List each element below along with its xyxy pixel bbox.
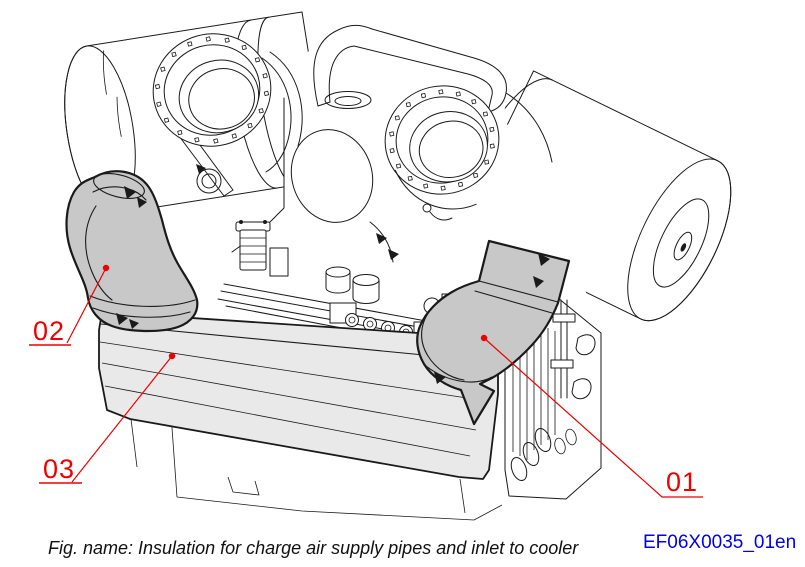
right-pipe-insulation	[416, 239, 571, 426]
callout-01: 01	[480, 334, 703, 498]
callout-label-01: 01	[666, 467, 698, 497]
figure-caption: Fig. name: Insulation for charge air sup…	[48, 538, 579, 558]
engine-base	[130, 413, 503, 521]
document-code: EF06X0035_01en	[643, 532, 797, 553]
callout-label-02: 02	[33, 316, 65, 346]
left-turbo-flange	[152, 33, 272, 147]
left-pipe-insulation	[65, 170, 199, 333]
callout-03: 03	[39, 352, 176, 484]
callout-label-03: 03	[43, 454, 75, 484]
callout-02: 02	[29, 264, 110, 346]
right-turbo-flange	[384, 85, 500, 210]
callouts: 01 02 03	[29, 264, 703, 498]
